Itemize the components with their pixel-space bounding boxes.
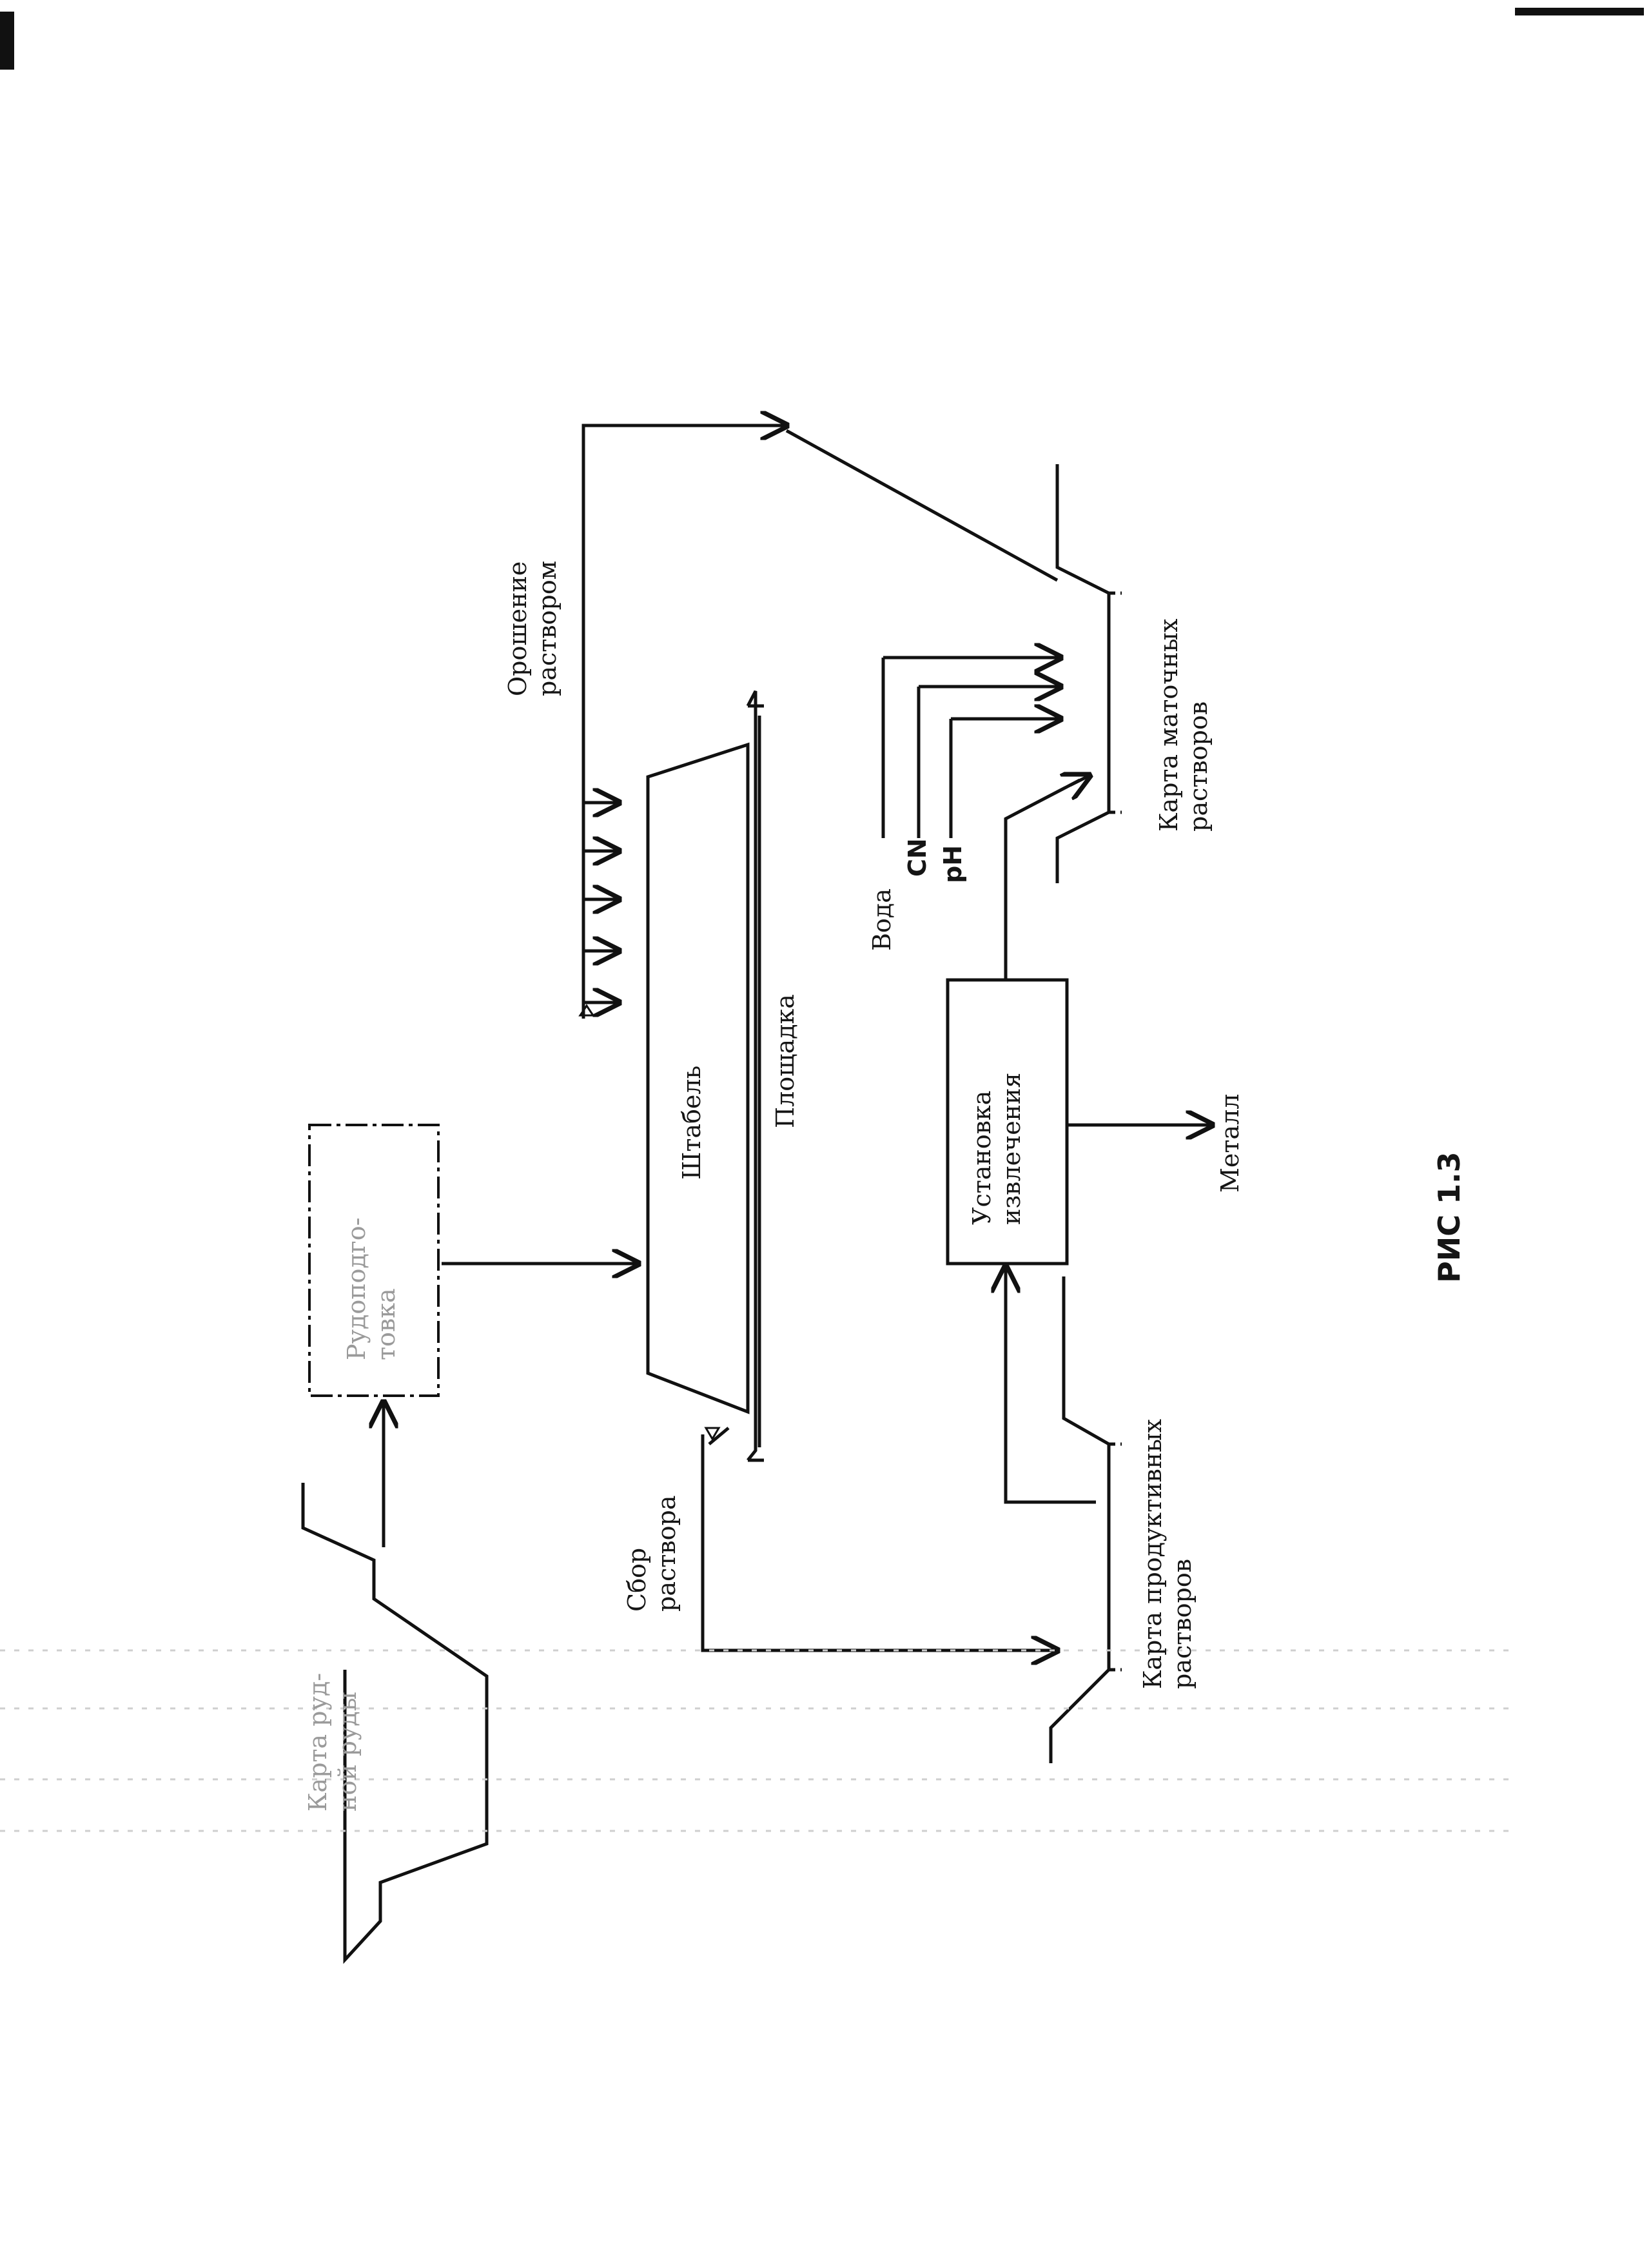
ore-pile-outline	[301, 1483, 489, 1964]
ph-label: pH	[939, 845, 967, 883]
metal-label: Металл	[1216, 1093, 1244, 1193]
ore-pile-label: Карта руд- ной руды	[304, 1672, 362, 1812]
heap-outline	[646, 742, 750, 1414]
barren-pond-label: Карта маточных растворов	[1155, 618, 1213, 832]
plant-to-barren-line	[1004, 778, 1081, 980]
ore-preparation-label: Рудоподго- товка	[342, 1217, 400, 1360]
extraction-plant-label: Установка извлечения	[968, 1072, 1026, 1225]
scan-mark-top-left	[0, 12, 14, 70]
water-label: Вода	[868, 888, 896, 951]
heap-label: Штабель	[678, 1065, 706, 1180]
pregnant-pond-outline	[1049, 1276, 1111, 1763]
irrigation-header	[581, 424, 780, 1019]
scan-mark-top-right	[1515, 8, 1644, 15]
collection-label: Сбор раствора	[623, 1495, 681, 1612]
irrigation-label: Орошение раствором	[503, 560, 562, 696]
sprinkler-branches	[583, 803, 619, 1002]
pregnant-pond-label: Карта продуктивных растворов	[1138, 1419, 1197, 1689]
pad-outline	[746, 690, 764, 1462]
return-line	[785, 429, 1059, 582]
collection-line	[701, 1434, 1044, 1652]
bleed-through-noise	[0, 1649, 1515, 1832]
figure-caption: РИС 1.3	[1432, 1151, 1467, 1283]
barren-pond-outline	[1055, 464, 1111, 883]
ore-preparation-box	[308, 1124, 440, 1397]
cyanide-label: CN	[903, 838, 932, 877]
pond-to-plant-line	[1004, 1273, 1096, 1504]
pad-label: Площадка	[771, 994, 799, 1128]
